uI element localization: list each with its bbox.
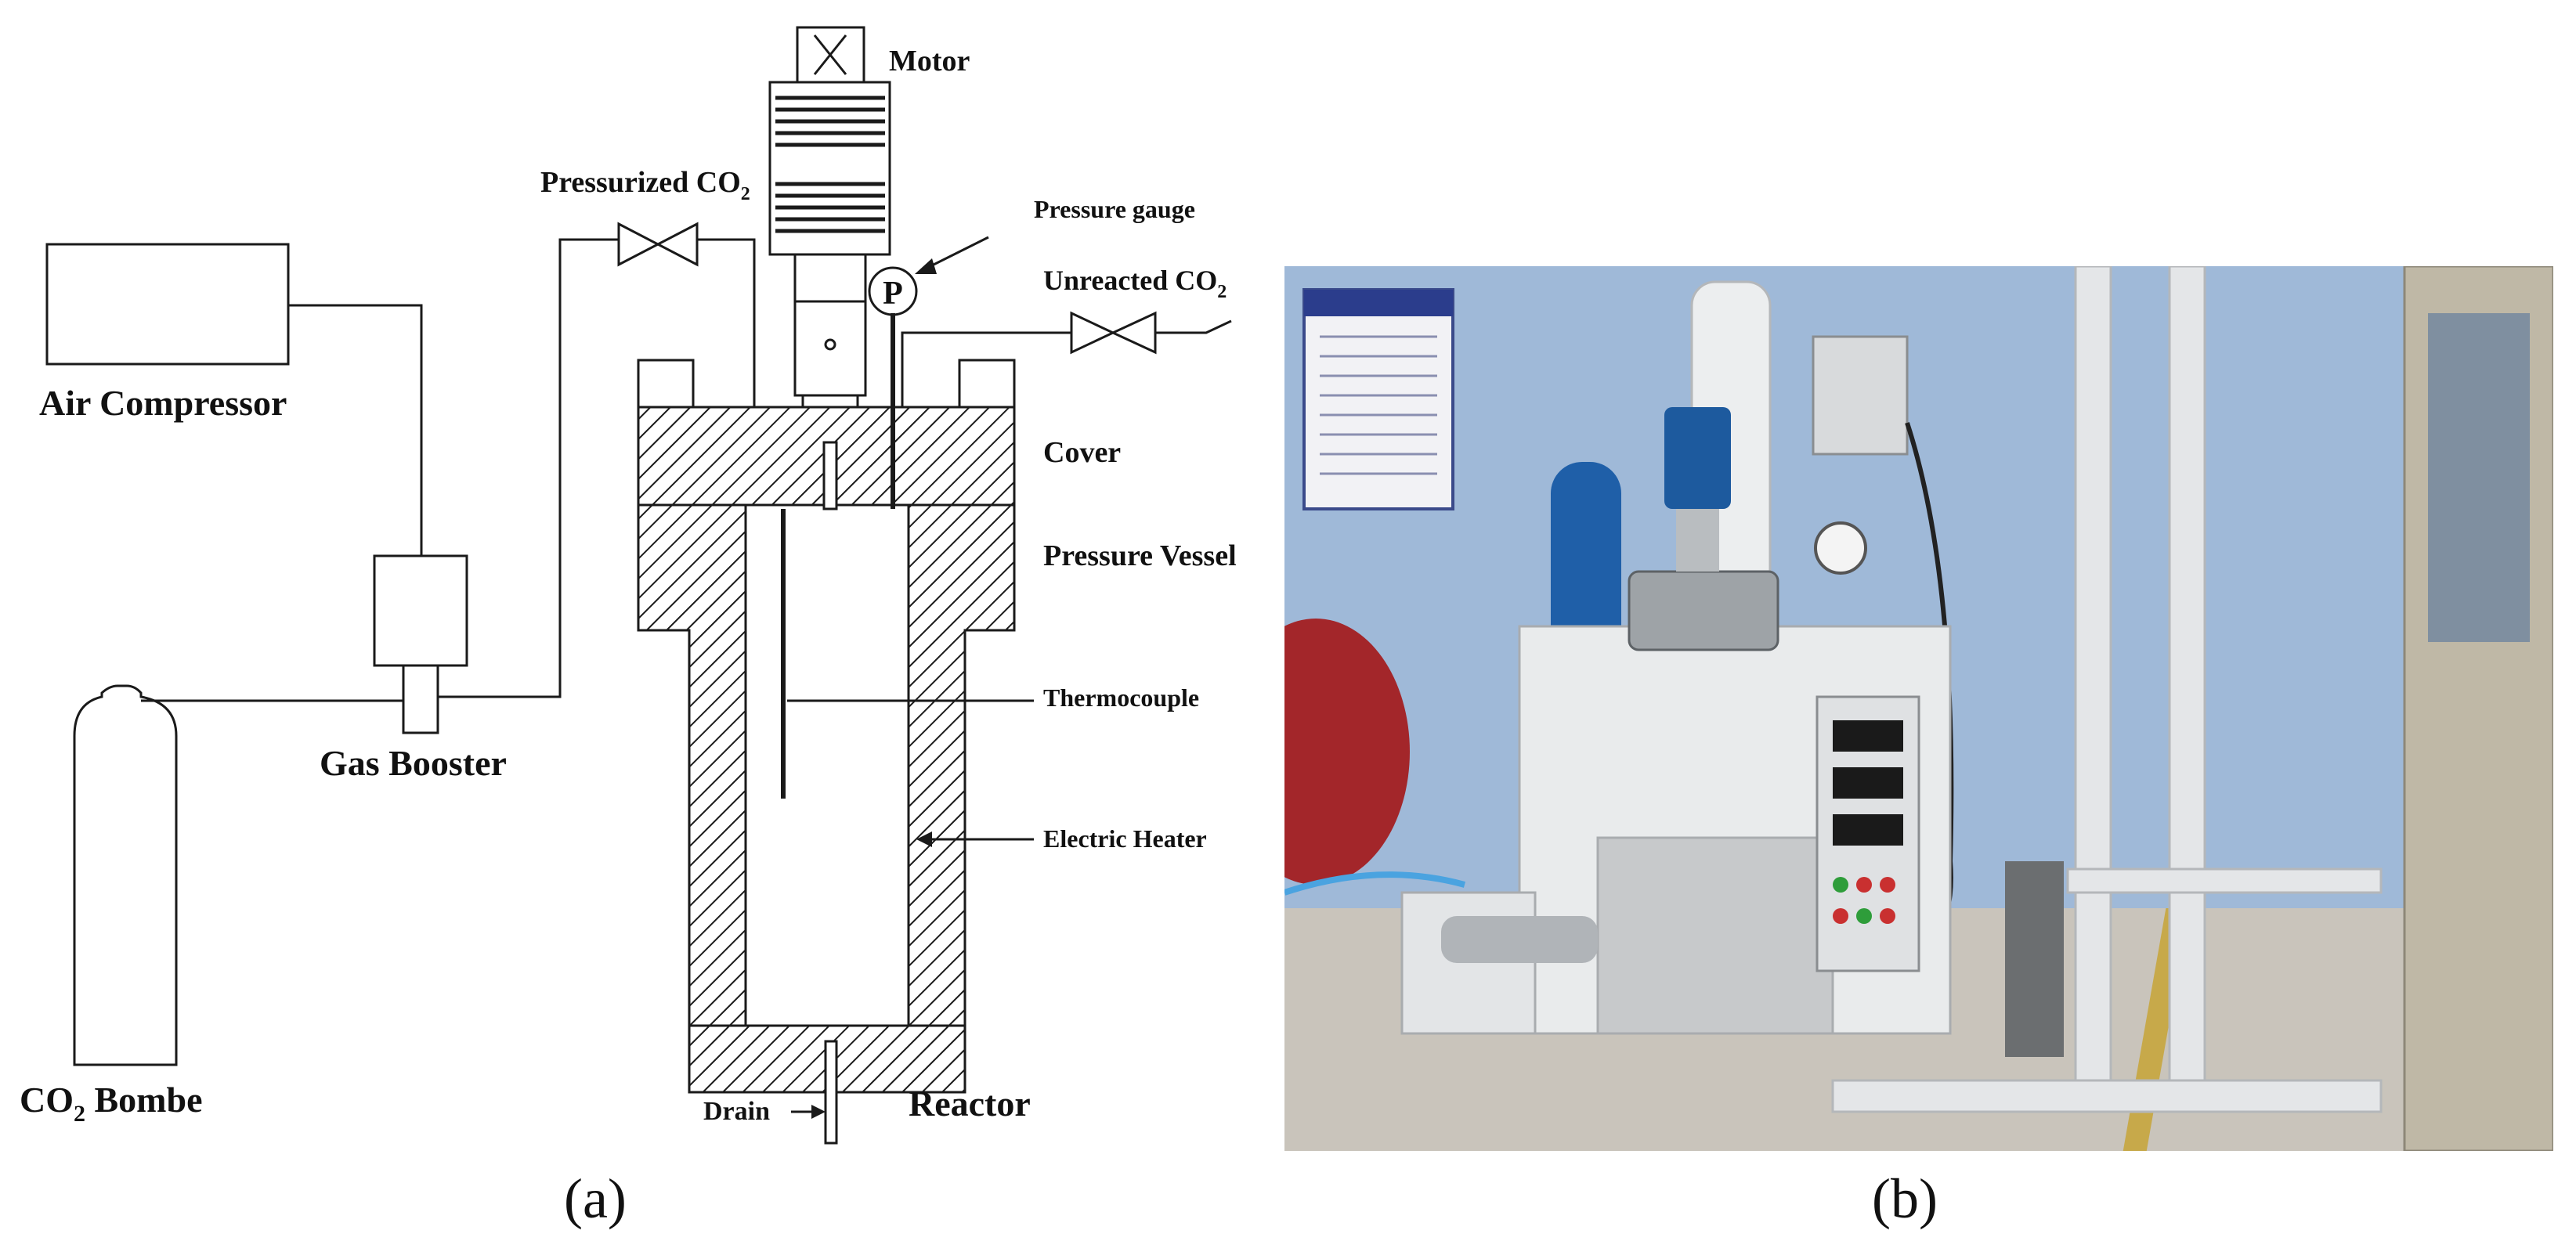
frame-upright-left: [2074, 266, 2112, 1113]
red-tank: [1284, 619, 1410, 885]
pressurized-co2-valve: [617, 222, 699, 267]
reactor-flange: [1628, 570, 1779, 651]
cabinet-window: [2428, 313, 2530, 642]
stirrer-shaft: [822, 441, 838, 510]
panel-buttons: [1833, 877, 1895, 924]
co2-bombe-label: CO2 Bombe: [20, 1080, 203, 1127]
motor-label: Motor: [889, 45, 970, 78]
pressure-gauge-dial: [1814, 521, 1867, 575]
co2-bombe-cylinder: [73, 684, 178, 1066]
gauge-symbol: P: [883, 276, 903, 312]
pressure-gauge-arrowhead: [915, 258, 937, 274]
gas-booster-label: Gas Booster: [320, 743, 507, 783]
left-bolt: [637, 359, 695, 409]
frame-base: [1831, 1079, 2383, 1113]
unreacted-co2-valve: [1070, 311, 1157, 355]
air-compressor-box: [45, 243, 290, 366]
drain-label: Drain: [703, 1097, 770, 1126]
vessel-wall-right: [907, 503, 1016, 1043]
frame-upright-right: [2168, 266, 2206, 1113]
machine-opening: [1596, 836, 1834, 1035]
right-bolt: [958, 359, 1016, 409]
motor-assembly: [768, 26, 891, 444]
gas-booster-box: [373, 554, 468, 667]
caption-a: (a): [564, 1167, 627, 1230]
thermocouple-label: Thermocouple: [1043, 684, 1199, 712]
electrical-box: [1812, 335, 1909, 456]
gas-booster-port: [402, 664, 439, 734]
blue-hose: [1284, 871, 1466, 896]
steel-canister: [2005, 861, 2064, 1057]
drain-pipe: [824, 1040, 838, 1145]
vessel-inner: [744, 503, 910, 1027]
poster-header: [1304, 290, 1453, 316]
unreacted-co2-label: Unreacted CO2: [1043, 265, 1227, 302]
reactor-motor: [1664, 407, 1731, 509]
lab-photograph: [1284, 266, 2553, 1151]
caption-b: (b): [1872, 1167, 1938, 1230]
panel-displays: [1833, 720, 1903, 846]
air-compressor-label: Air Compressor: [39, 383, 287, 423]
electric-heater-label: Electric Heater: [1043, 824, 1207, 853]
vessel-wall-left: [637, 503, 747, 1043]
heater-arrowhead: [916, 831, 932, 847]
gas-booster-unit: [1441, 916, 1598, 963]
reactor-label: Reactor: [909, 1084, 1031, 1124]
safety-poster: [1302, 288, 1454, 510]
pressurized-co2-label: Pressurized CO2: [540, 166, 750, 204]
pressure-gauge-label: Pressure gauge: [1034, 195, 1195, 223]
pressure-vessel-label: Pressure Vessel: [1043, 539, 1237, 572]
reactor-shaft-housing: [1676, 509, 1719, 572]
cover-label: Cover: [1043, 436, 1121, 469]
drain-arrowhead: [811, 1105, 826, 1119]
frame-crossbar: [2066, 867, 2383, 894]
poster-text-lines: [1320, 335, 1437, 475]
